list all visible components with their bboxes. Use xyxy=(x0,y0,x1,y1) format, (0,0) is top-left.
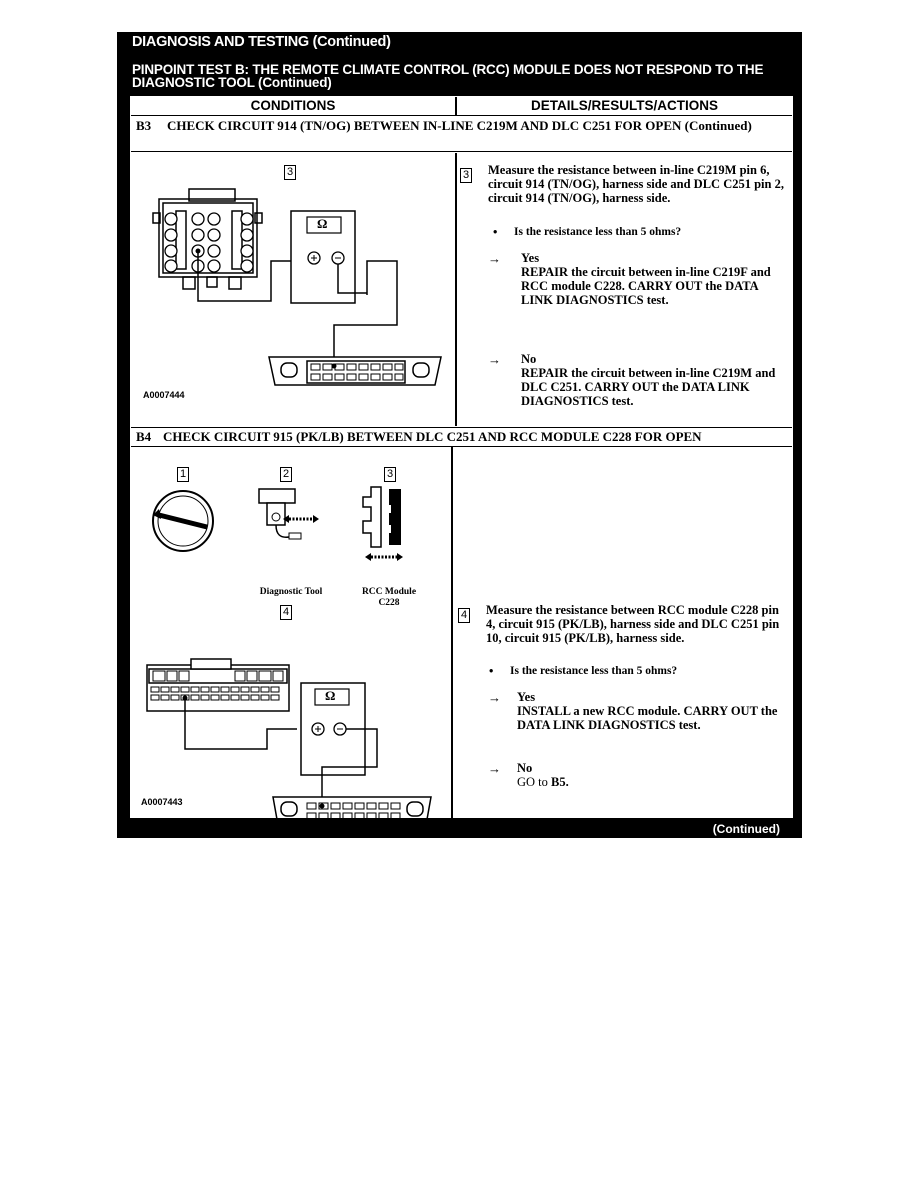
pinpoint-test-title: PINPOINT TEST B: THE REMOTE CLIMATE CONT… xyxy=(132,62,764,90)
b4-ohm-symbol: Ω xyxy=(325,688,336,703)
rcc-module-caption: RCC Module C228 xyxy=(361,587,417,608)
header-divider xyxy=(455,97,457,116)
b4-detail-step-number: 4 xyxy=(458,608,470,623)
b3-yes-action: REPAIR the circuit between in-line C219F… xyxy=(521,265,771,307)
b3-no-label: No xyxy=(521,352,537,366)
b3-figure-id: A0007444 xyxy=(143,390,185,400)
step-b3-id: B3 xyxy=(136,118,152,133)
b4-details: 4 Measure the resistance between RCC mod… xyxy=(454,447,792,818)
b3-detail-step-number: 3 xyxy=(460,168,472,183)
b4-wiring-diagram xyxy=(146,486,432,818)
b3-instruction: Measure the resistance between in-line C… xyxy=(488,163,784,205)
b4-no-action-prefix: GO to xyxy=(517,775,552,789)
b4-yes-label: Yes xyxy=(517,690,536,704)
b4-figure-step-1: 1 xyxy=(177,467,189,482)
b4-no-action: GO to B5. xyxy=(517,775,782,789)
manual-page: DIAGNOSIS AND TESTING (Continued) PINPOI… xyxy=(117,32,802,838)
b3-details: 3 Measure the resistance between in-line… xyxy=(458,153,792,426)
diagnostic-tool-caption: Diagnostic Tool xyxy=(259,587,323,597)
b4-question-bullet: • xyxy=(489,664,494,678)
column-header-conditions: CONDITIONS xyxy=(131,97,455,116)
b3-no-action: REPAIR the circuit between in-line C219M… xyxy=(521,366,776,408)
b4-column-divider xyxy=(451,447,453,818)
b4-instruction: Measure the resistance between RCC modul… xyxy=(486,603,780,645)
b4-figure-step-2: 2 xyxy=(280,467,292,482)
b3-figure: 3 xyxy=(131,153,454,426)
column-header-details: DETAILS/RESULTS/ACTIONS xyxy=(457,97,792,116)
b3-no-arrow: → xyxy=(488,352,501,367)
b3-question-bullet: • xyxy=(493,225,498,239)
b4-figure: 1 2 3 4 xyxy=(131,447,450,818)
step-b4-id: B4 xyxy=(136,429,152,444)
b3-wiring-diagram xyxy=(152,188,442,386)
b4-yes-action: INSTALL a new RCC module. CARRY OUT the … xyxy=(517,704,778,732)
b3-question: Is the resistance less than 5 ohms? xyxy=(514,226,682,238)
b4-no-arrow: → xyxy=(488,761,501,776)
b4-figure-id: A0007443 xyxy=(141,797,183,807)
b3-column-divider xyxy=(455,153,457,426)
b4-figure-step-4: 4 xyxy=(280,605,292,620)
b4-question: Is the resistance less than 5 ohms? xyxy=(510,665,678,677)
b3-yes-label: Yes xyxy=(521,251,540,265)
section-title: DIAGNOSIS AND TESTING (Continued) xyxy=(132,34,391,50)
b3-figure-step-number: 3 xyxy=(284,165,296,180)
b4-no-label: No xyxy=(517,761,533,775)
b3-yes-arrow: → xyxy=(488,251,501,266)
step-b4-header: B4 CHECK CIRCUIT 915 (PK/LB) BETWEEN DLC… xyxy=(131,427,792,447)
step-b3-header: B3 CHECK CIRCUIT 914 (TN/OG) BETWEEN IN-… xyxy=(131,117,792,152)
b4-yes-arrow: → xyxy=(488,690,501,705)
b4-no-action-target: B5 xyxy=(551,775,566,789)
b4-figure-step-3: 3 xyxy=(384,467,396,482)
step-b3-title: CHECK CIRCUIT 914 (TN/OG) BETWEEN IN-LIN… xyxy=(167,118,752,133)
step-b4-title: CHECK CIRCUIT 915 (PK/LB) BETWEEN DLC C2… xyxy=(163,429,702,444)
continued-footer: (Continued) xyxy=(712,822,780,836)
b4-no-action-suffix: . xyxy=(565,775,569,789)
b3-ohm-symbol: Ω xyxy=(317,216,328,231)
